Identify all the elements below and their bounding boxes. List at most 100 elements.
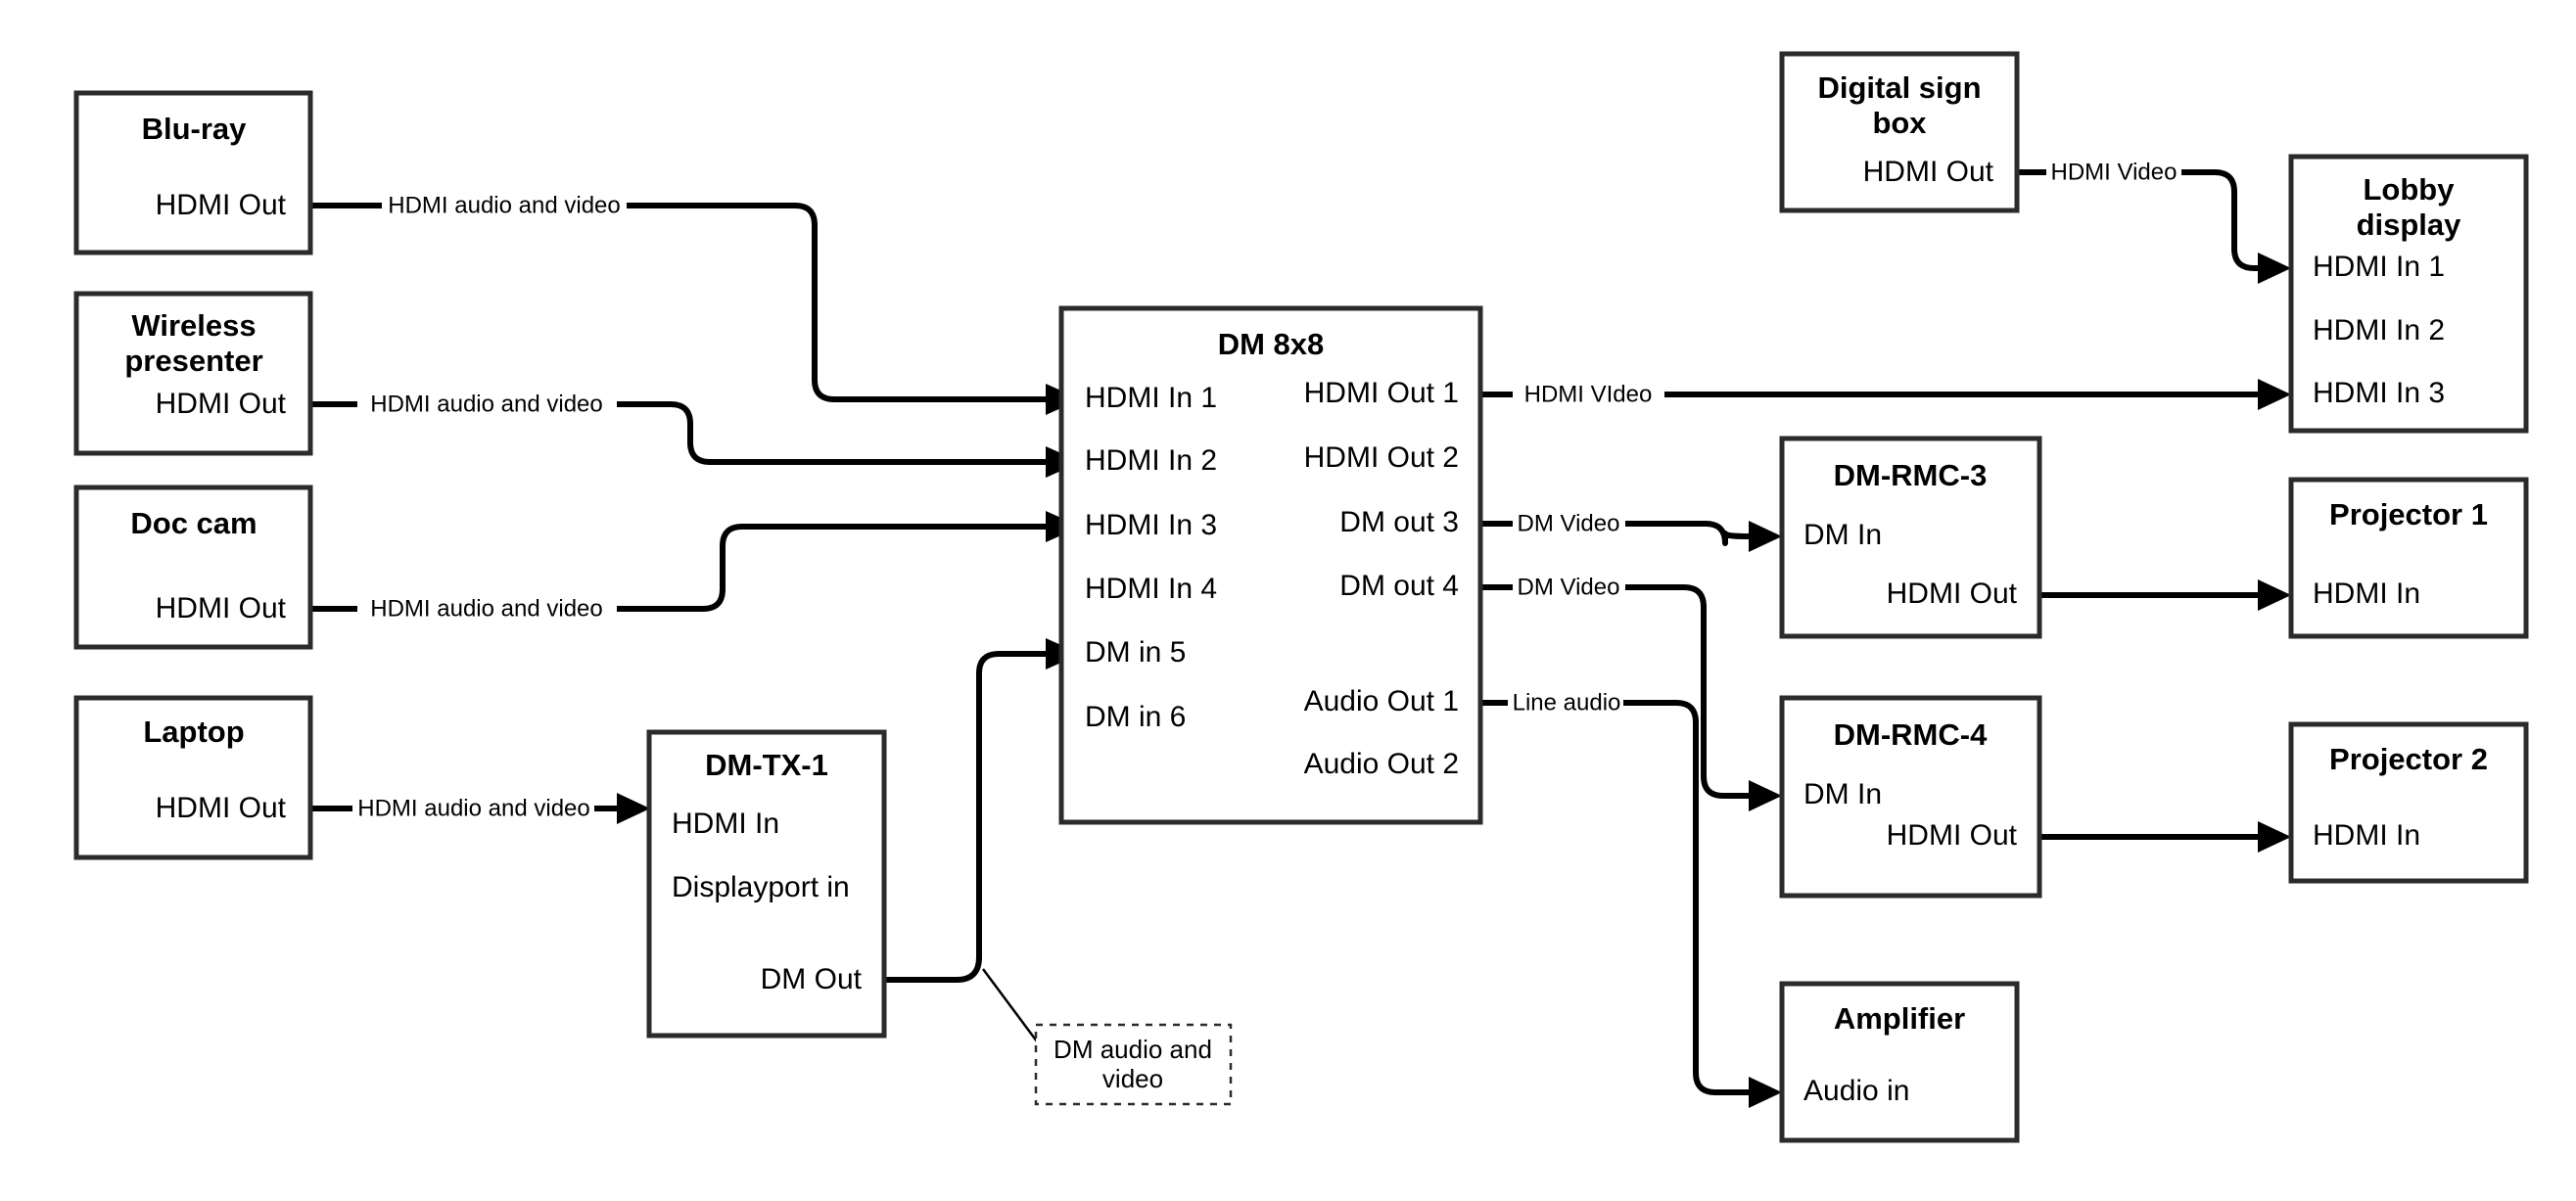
arrow-head-icon xyxy=(2258,379,2291,410)
dm-rmc-3-port-dm-in: DM In xyxy=(1803,519,1882,551)
node-projector-1[interactable]: Projector 1 HDMI In xyxy=(2288,477,2529,639)
projector-1-port-hdmi-in: HDMI In xyxy=(2313,577,2420,610)
wireless-presenter-title-line2: presenter xyxy=(124,344,262,378)
edge-wireless-to-hdmi-in-2: HDMI audio and video xyxy=(310,391,1081,478)
edge-label-wireless: HDMI audio and video xyxy=(370,391,602,417)
arrow-head-icon xyxy=(1749,521,1782,552)
dm-rmc-4-box[interactable] xyxy=(1779,695,2042,899)
edge-label-doccam: HDMI audio and video xyxy=(370,595,602,622)
dm-rmc-3-title: DM-RMC-3 xyxy=(1834,458,1988,492)
dm-8x8-port-audio-out-1: Audio Out 1 xyxy=(1304,685,1459,717)
digital-sign-title-line2: box xyxy=(1872,106,1927,140)
edge-rmc4-to-projector2 xyxy=(2039,821,2291,853)
laptop-port-hdmi-out: HDMI Out xyxy=(156,792,287,824)
dm-8x8-port-hdmi-in-2: HDMI In 2 xyxy=(1085,444,1217,477)
arrow-head-icon xyxy=(1749,780,1782,811)
arrow-head-icon xyxy=(617,793,650,824)
arrow-head-icon xyxy=(2258,253,2291,284)
digital-sign-port-hdmi-out: HDMI Out xyxy=(1863,156,1994,188)
node-lobby-display[interactable]: Lobby display HDMI In 1 HDMI In 2 HDMI I… xyxy=(2288,154,2529,434)
bluray-port-hdmi-out: HDMI Out xyxy=(156,189,287,221)
node-dm-rmc-3[interactable]: DM-RMC-3 DM In HDMI Out xyxy=(1779,436,2042,639)
wireless-presenter-port-hdmi-out: HDMI Out xyxy=(156,388,287,420)
node-doc-cam[interactable]: Doc cam HDMI Out xyxy=(73,485,313,650)
bluray-box[interactable] xyxy=(73,90,313,255)
dm-8x8-port-hdmi-in-3: HDMI In 3 xyxy=(1085,509,1217,541)
edge-hdmi-out-1-to-lobby-in-3: HDMI VIdeo xyxy=(1480,379,2291,410)
edge-dm-out-3-to-rmc3: DM Video xyxy=(1480,510,1782,552)
projector-2-box[interactable] xyxy=(2288,721,2529,884)
node-dm-rmc-4[interactable]: DM-RMC-4 DM In HDMI Out xyxy=(1779,695,2042,899)
projector-1-box[interactable] xyxy=(2288,477,2529,639)
edge-label-bluray: HDMI audio and video xyxy=(388,192,620,218)
wireless-presenter-title-line1: Wireless xyxy=(131,308,256,343)
node-bluray[interactable]: Blu-ray HDMI Out xyxy=(73,90,313,255)
dm-8x8-port-hdmi-out-1: HDMI Out 1 xyxy=(1304,377,1459,409)
node-wireless-presenter[interactable]: Wireless presenter HDMI Out xyxy=(73,291,313,456)
node-projector-2[interactable]: Projector 2 HDMI In xyxy=(2288,721,2529,884)
dm-8x8-port-hdmi-in-1: HDMI In 1 xyxy=(1085,382,1217,414)
lobby-display-port-hdmi-in-1: HDMI In 1 xyxy=(2313,251,2445,283)
arrow-head-icon xyxy=(1749,1077,1782,1108)
dm-tx-1-port-displayport-in: Displayport in xyxy=(672,871,850,903)
doc-cam-box[interactable] xyxy=(73,485,313,650)
lobby-display-title-line1: Lobby xyxy=(2364,172,2456,207)
dm-8x8-port-dm-out-3: DM out 3 xyxy=(1339,506,1459,538)
lobby-display-port-hdmi-in-3: HDMI In 3 xyxy=(2313,377,2445,409)
edge-laptop-to-dmtx1: HDMI audio and video xyxy=(310,793,650,824)
node-digital-sign-box[interactable]: Digital sign box HDMI Out xyxy=(1779,51,2020,213)
digital-sign-title-line1: Digital sign xyxy=(1817,70,1981,105)
projector-2-title: Projector 2 xyxy=(2329,742,2488,776)
dm-rmc-4-port-dm-in: DM In xyxy=(1803,778,1882,810)
laptop-box[interactable] xyxy=(73,695,313,860)
wireless-presenter-box[interactable] xyxy=(73,291,313,456)
dm-rmc-3-port-hdmi-out: HDMI Out xyxy=(1887,577,2018,610)
dm-8x8-port-dm-in-6: DM in 6 xyxy=(1085,701,1186,733)
dm-8x8-port-dm-in-5: DM in 5 xyxy=(1085,636,1186,669)
dm-tx-1-port-hdmi-in: HDMI In xyxy=(672,808,779,840)
dm-8x8-port-hdmi-in-4: HDMI In 4 xyxy=(1085,573,1217,605)
projector-2-port-hdmi-in: HDMI In xyxy=(2313,819,2420,852)
doc-cam-port-hdmi-out: HDMI Out xyxy=(156,592,287,624)
dm-8x8-port-dm-out-4: DM out 4 xyxy=(1339,570,1459,602)
dm-tx-1-port-dm-out: DM Out xyxy=(761,963,863,995)
amplifier-box[interactable] xyxy=(1779,981,2020,1143)
edge-label-hdmi-out-1: HDMI VIdeo xyxy=(1524,381,1653,407)
amplifier-port-audio-in: Audio in xyxy=(1803,1075,1909,1107)
lobby-display-port-hdmi-in-2: HDMI In 2 xyxy=(2313,314,2445,346)
dm-8x8-port-hdmi-out-2: HDMI Out 2 xyxy=(1304,441,1459,474)
node-dm-tx-1[interactable]: DM-TX-1 HDMI In Displayport in DM Out xyxy=(646,729,887,1039)
callout-line-1: DM audio and xyxy=(1054,1035,1212,1064)
dm-tx-1-box[interactable] xyxy=(646,729,887,1039)
edge-label-digital-sign: HDMI Video xyxy=(2051,159,2178,185)
lobby-display-title-line2: display xyxy=(2357,208,2462,242)
bluray-title: Blu-ray xyxy=(142,112,248,146)
edge-rmc3-to-projector1 xyxy=(2039,579,2291,611)
callout-box xyxy=(1034,1023,1233,1106)
callout-leader-line xyxy=(981,968,1042,1046)
edge-label-dm-out-4: DM Video xyxy=(1518,574,1620,600)
node-amplifier[interactable]: Amplifier Audio in xyxy=(1779,981,2020,1143)
edge-dm-out-4-to-rmc4: DM Video xyxy=(1480,574,1782,811)
callout-dm-audio-and-video: DM audio and video xyxy=(1034,1023,1233,1106)
node-laptop[interactable]: Laptop HDMI Out xyxy=(73,695,313,860)
edge-audio-out-1-to-amplifier: Line audio xyxy=(1480,689,1782,1108)
edge-dmtx1-to-dm-in-5 xyxy=(884,638,1081,1046)
edge-label-laptop: HDMI audio and video xyxy=(357,795,589,821)
laptop-title: Laptop xyxy=(143,715,244,749)
edge-label-dm-out-3: DM Video xyxy=(1518,510,1620,536)
digital-sign-box[interactable] xyxy=(1779,51,2020,213)
lobby-display-box[interactable] xyxy=(2288,154,2529,434)
edge-sign-to-lobby-in-1: HDMI Video xyxy=(2017,159,2291,284)
doc-cam-title: Doc cam xyxy=(130,506,257,540)
dm-8x8-box[interactable] xyxy=(1058,305,1483,825)
callout-line-2: video xyxy=(1102,1064,1163,1093)
edge-doccam-to-hdmi-in-3: HDMI audio and video xyxy=(310,511,1081,622)
node-dm-8x8[interactable]: DM 8x8 HDMI In 1 HDMI In 2 HDMI In 3 HDM… xyxy=(1058,305,1483,825)
amplifier-title: Amplifier xyxy=(1834,1001,1965,1036)
edge-label-audio-out-1: Line audio xyxy=(1513,689,1621,716)
dm-rmc-3-box[interactable] xyxy=(1779,436,2042,639)
dm-rmc-4-title: DM-RMC-4 xyxy=(1834,717,1988,752)
